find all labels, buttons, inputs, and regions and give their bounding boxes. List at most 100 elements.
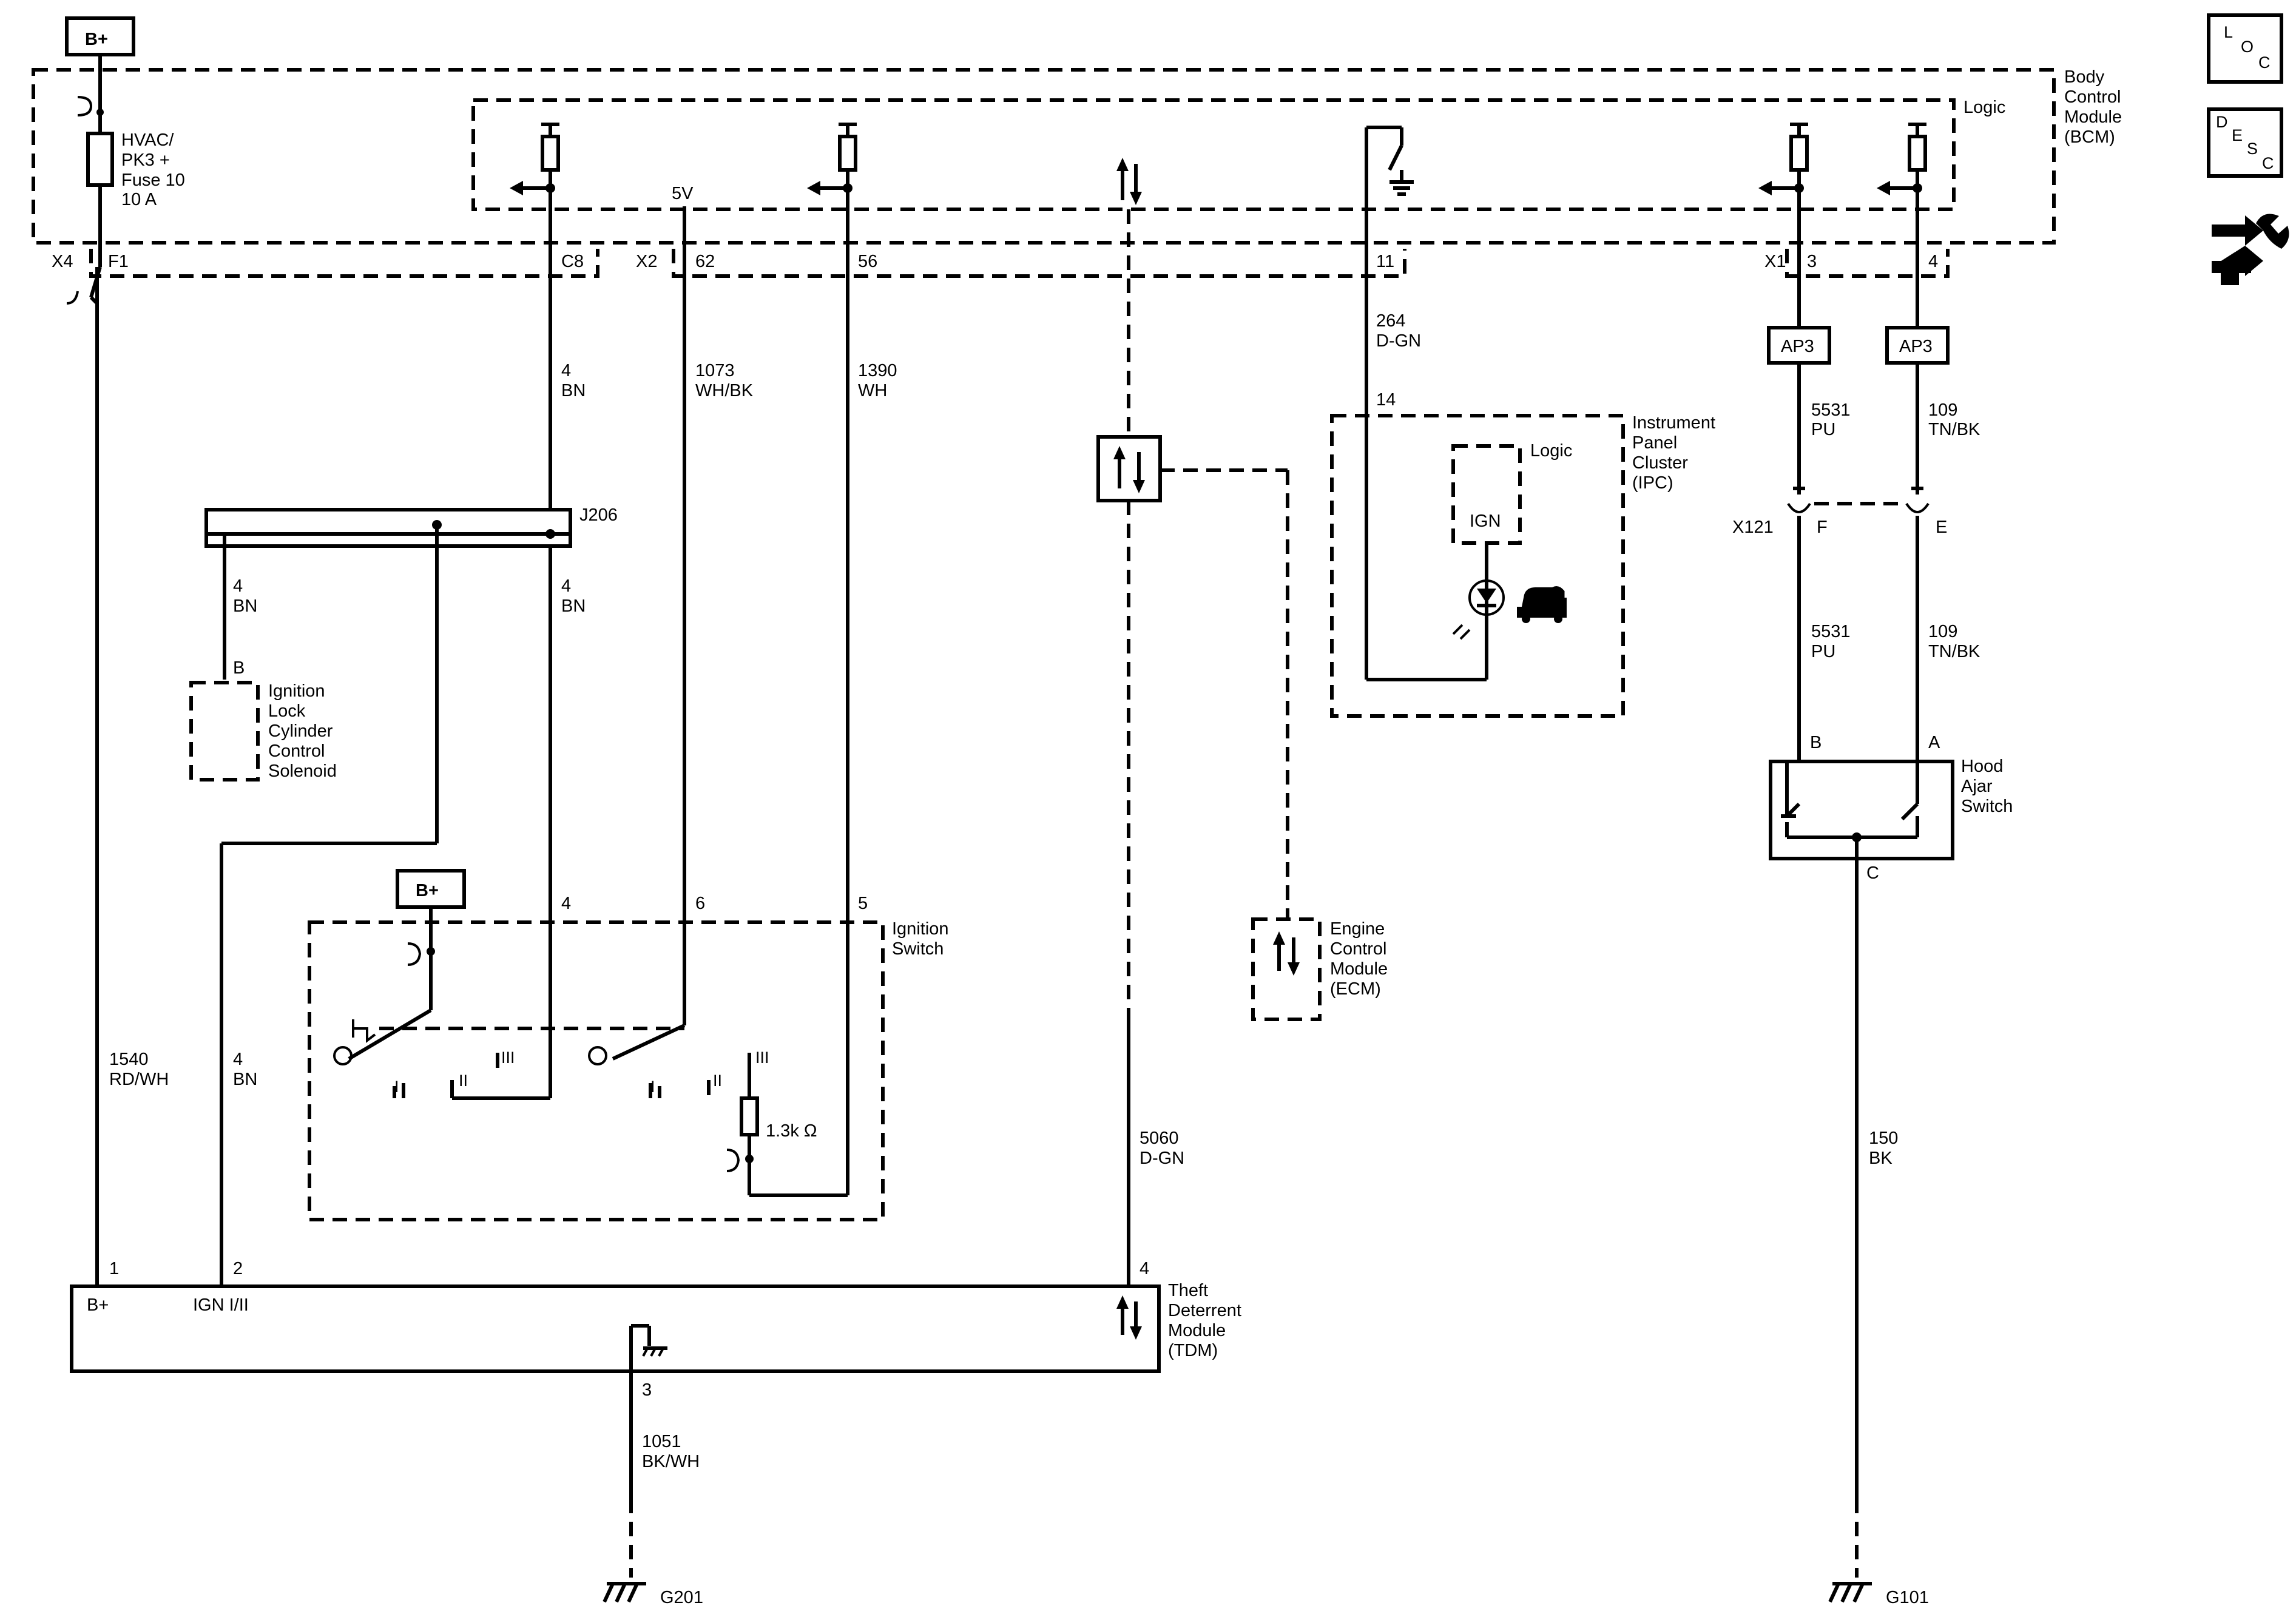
ipc-indicator-led-icon	[1452, 579, 1505, 640]
ign-pos-ii-b: II	[713, 1072, 722, 1090]
tdm-pin-1: 1	[109, 1259, 119, 1278]
ign-pin-5: 5	[858, 894, 868, 913]
tdm-pin-2: 2	[233, 1259, 243, 1278]
svg-text:Lock: Lock	[268, 701, 306, 721]
svg-text:Cylinder: Cylinder	[268, 721, 333, 741]
tdm-name: Theft Deterrent Module (TDM)	[1168, 1281, 1241, 1360]
ipc-pin-14: 14	[1376, 390, 1396, 410]
bcm-outline	[32, 68, 2056, 245]
svg-text:L: L	[2224, 23, 2233, 41]
wire-1540-circuit: 1540	[109, 1050, 149, 1069]
bcm-pin-4: 4	[1928, 252, 1938, 271]
svg-text:C: C	[2262, 154, 2274, 172]
ecm-name: Engine Control Module (ECM)	[1330, 919, 1388, 999]
svg-text:(BCM): (BCM)	[2064, 127, 2115, 147]
hood-switch-contacts	[1781, 761, 1919, 842]
svg-text:Ignition: Ignition	[892, 919, 949, 939]
svg-text:Module: Module	[1330, 959, 1388, 979]
bcm-5v-label: 5V	[672, 184, 694, 203]
wire-x121-f-color: PU	[1811, 642, 1835, 661]
svg-text:Cluster: Cluster	[1632, 453, 1688, 473]
ign-pos-iii-b: III	[755, 1048, 769, 1067]
hood-pin-a: A	[1928, 733, 1940, 752]
wire-1051-circuit: 1051	[642, 1432, 681, 1451]
svg-text:O: O	[2241, 38, 2254, 56]
g101-ground-icon	[1828, 1582, 1872, 1603]
wire-1540-color: RD/WH	[109, 1070, 169, 1089]
wire-5060-circuit: 5060	[1140, 1129, 1179, 1148]
bcm-driver-c8	[510, 123, 560, 195]
splice-left-color: BN	[233, 596, 257, 616]
location-view-button[interactable]: L O C	[2207, 13, 2283, 84]
wire-x1-4-circuit: 109	[1928, 400, 1957, 420]
svg-text:(ECM): (ECM)	[1330, 979, 1381, 999]
g201-ground-icon	[603, 1582, 646, 1603]
ap3-right-box	[1885, 326, 1950, 365]
svg-text:Module: Module	[1168, 1321, 1226, 1340]
wire-11-circuit: 264	[1376, 311, 1405, 331]
bcm-ground-input-11	[1366, 126, 1414, 196]
x121-connector	[1787, 487, 1930, 513]
wire-1051-color: BK/WH	[642, 1452, 700, 1471]
wire-5060-color: D-GN	[1140, 1149, 1184, 1168]
ign-pin-6: 6	[695, 894, 705, 913]
wire-c8-circuit: 4	[561, 361, 571, 380]
bcm-conn-x2: X2	[636, 252, 657, 271]
bcm-pin-f1: F1	[108, 252, 129, 271]
ipc-logic-label: Logic	[1530, 441, 1572, 461]
x121-pin-f: F	[1817, 518, 1828, 537]
ecm-outline	[1251, 917, 1322, 1021]
svg-text:Theft: Theft	[1168, 1281, 1208, 1300]
ap3-left-label: AP3	[1781, 337, 1814, 356]
bcm-driver-x1-4	[1877, 123, 1927, 195]
repair-tools-icon[interactable]	[2212, 214, 2289, 285]
ipc-outline	[1330, 414, 1625, 718]
solenoid-name: Ignition Lock Cylinder Control Solenoid	[268, 681, 337, 781]
bplus-source-label: B+	[85, 30, 108, 49]
security-vehicle-lock-icon	[1517, 586, 1567, 623]
splice-right-circuit: 4	[561, 576, 571, 596]
svg-text:Ignition: Ignition	[268, 681, 325, 701]
svg-text:Deterrent: Deterrent	[1168, 1301, 1241, 1320]
description-view-button[interactable]: D E S C	[2207, 107, 2283, 178]
hood-pin-c: C	[1866, 863, 1879, 883]
wire-x1-3-circuit: 5531	[1811, 400, 1851, 420]
ign-pos-iii-a: III	[501, 1048, 515, 1067]
bcm-logic-label: Logic	[1963, 98, 2005, 117]
svg-text:D: D	[2216, 113, 2228, 131]
wire-62-circuit: 1073	[695, 361, 735, 380]
resistor-value: 1.3k Ω	[766, 1121, 817, 1141]
wire-x121-e-color: TN/BK	[1928, 642, 1980, 661]
serial-data-splice-box	[1096, 435, 1162, 502]
svg-text:Switch: Switch	[1961, 797, 2013, 816]
bcm-conn-x4: X4	[52, 252, 73, 271]
bcm-pin-c8: C8	[561, 252, 584, 271]
g101-label: G101	[1886, 1588, 1929, 1607]
tdm-bplus-label: B+	[87, 1295, 109, 1315]
svg-text:C: C	[2258, 53, 2271, 72]
serial-data-splice-arrows	[1113, 446, 1145, 493]
svg-text:PK3 +: PK3 +	[121, 150, 170, 170]
g201-label: G201	[660, 1588, 703, 1607]
wire-ign-circuit: 4	[233, 1050, 243, 1069]
wire-ign-color: BN	[233, 1070, 257, 1089]
svg-text:Hood: Hood	[1961, 757, 2003, 776]
wire-x121-e-circuit: 109	[1928, 622, 1957, 641]
bcm-pin-3: 3	[1807, 252, 1817, 271]
splice-left-circuit: 4	[233, 576, 243, 596]
fuse-connector-symbol	[77, 96, 93, 116]
ign-switch-contacts	[333, 1019, 751, 1100]
svg-text:Instrument: Instrument	[1632, 413, 1715, 433]
wire-62-color: WH/BK	[695, 381, 754, 400]
svg-text:(TDM): (TDM)	[1168, 1341, 1218, 1360]
splice-j206-label: J206	[579, 505, 618, 525]
wire-150-color: BK	[1869, 1149, 1893, 1168]
ignition-switch-outline	[308, 920, 885, 1221]
svg-text:Control: Control	[2064, 87, 2121, 107]
hood-ajar-switch-name: Hood Ajar Switch	[1961, 757, 2013, 816]
solenoid-outline	[189, 681, 260, 781]
wire-c8-color: BN	[561, 381, 586, 400]
hood-pin-b: B	[1810, 733, 1822, 752]
resistor-1-3k-icon	[740, 1096, 759, 1136]
